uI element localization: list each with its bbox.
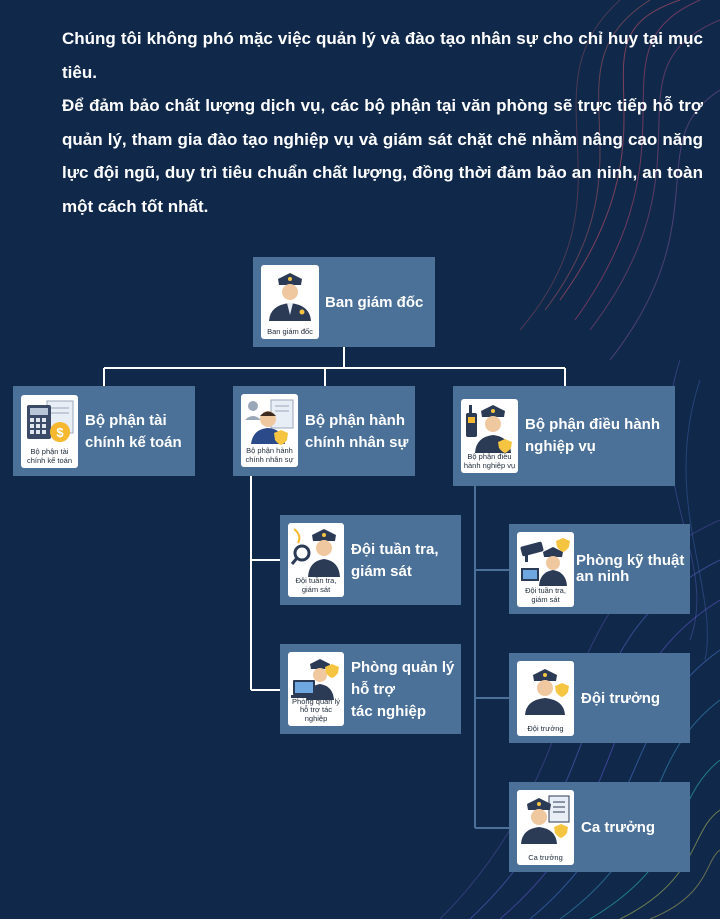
cctv-officer-icon: Đội tuần tra,giám sát <box>517 532 574 607</box>
finance-caption-line-2: chính kế toán <box>26 455 73 465</box>
patrol-label-line-1: Đội tuần tra, <box>351 541 439 558</box>
intro-paragraph-1: Chúng tôi không phó mặc việc quản lý và … <box>62 29 703 82</box>
org-node-team-leader: Đội trưởng Đội trưởng <box>509 653 690 743</box>
patrol-caption-line-2: giám sát <box>301 584 331 594</box>
intro-text: Chúng tôi không phó mặc việc quản lý và … <box>62 22 703 223</box>
director-label: Ban giám đốc <box>325 294 424 311</box>
operations-caption-line-2: hành nghiệp vụ <box>463 460 516 470</box>
intro-paragraph-2: Để đảm bảo chất lượng dịch vụ, các bộ ph… <box>62 96 703 216</box>
shift-leader-caption: Ca trưởng <box>528 852 563 862</box>
support-caption-line-2: hỗ trợ tác nghiệp <box>299 705 332 723</box>
support-label: Phòng quản lý hỗ trợ tác nghiệp <box>351 657 454 723</box>
support-caption-line-1: Phòng quản lý <box>292 696 340 706</box>
tech-caption-line-2: giám sát <box>531 594 560 604</box>
org-node-shift-leader: Ca trưởng Ca trưởng <box>509 782 690 872</box>
hr-label: Bộ phận hành chính nhân sự <box>305 410 408 454</box>
hr-caption-line-2: chính nhân sự <box>245 454 294 464</box>
tech-label-line-2: an ninh <box>576 568 630 585</box>
director-officer-icon: Ban giám đốc <box>261 265 319 339</box>
hr-label-line-1: Bộ phận hành <box>305 412 405 429</box>
team-leader-icon: Đội trưởng <box>517 661 574 736</box>
team-leader-label: Đội trưởng <box>581 690 661 707</box>
support-label-line-1: Phòng quản lý <box>351 659 455 676</box>
tech-caption: Đội tuần tra,giám sát <box>517 586 574 604</box>
hr-label-line-2: chính nhân sự <box>305 434 409 451</box>
shift-leader-label: Ca trưởng <box>581 819 656 836</box>
operations-label: Bộ phận điều hành nghiệp vụ <box>525 414 660 458</box>
finance-label: Bộ phận tài chính kế toán <box>85 410 182 454</box>
finance-label-line-2: chính kế toán <box>85 434 182 451</box>
patrol-caption: Đội tuần tra,giám sát <box>288 576 344 594</box>
patrol-label-line-2: giám sát <box>351 563 412 580</box>
support-label-line-2: hỗ trợ <box>351 681 395 698</box>
patrol-search-icon: Đội tuần tra,giám sát <box>288 523 344 597</box>
finance-caption-line-1: Bộ phận tài <box>30 447 69 456</box>
svg-text:$: $ <box>56 425 64 440</box>
team-leader-caption: Đội trưởng <box>527 723 564 733</box>
patrol-caption-line-1: Đội tuần tra, <box>295 576 337 585</box>
director-caption: Ban giám đốc <box>267 326 313 336</box>
operations-label-line-1: Bộ phận điều hành <box>525 416 660 433</box>
hr-caption-line-1: Bộ phận hành <box>246 446 293 455</box>
org-node-director: Ban giám đốc Ban giám đốc <box>253 257 435 347</box>
shift-leader-icon: Ca trưởng <box>517 790 574 865</box>
operations-caption-line-1: Bộ phận điều <box>467 452 512 461</box>
finance-label-line-1: Bộ phận tài <box>85 412 167 429</box>
org-node-patrol: Đội tuần tra,giám sát Đội tuần tra,giám … <box>280 515 461 605</box>
operations-label-line-2: nghiệp vụ <box>525 438 596 455</box>
tech-caption-line-1: Đội tuần tra, <box>525 586 566 595</box>
patrol-label: Đội tuần tra, giám sát <box>351 539 439 583</box>
tech-label-line-1: Phòng kỹ thuật <box>576 552 685 569</box>
support-label-line-3: tác nghiệp <box>351 703 427 720</box>
